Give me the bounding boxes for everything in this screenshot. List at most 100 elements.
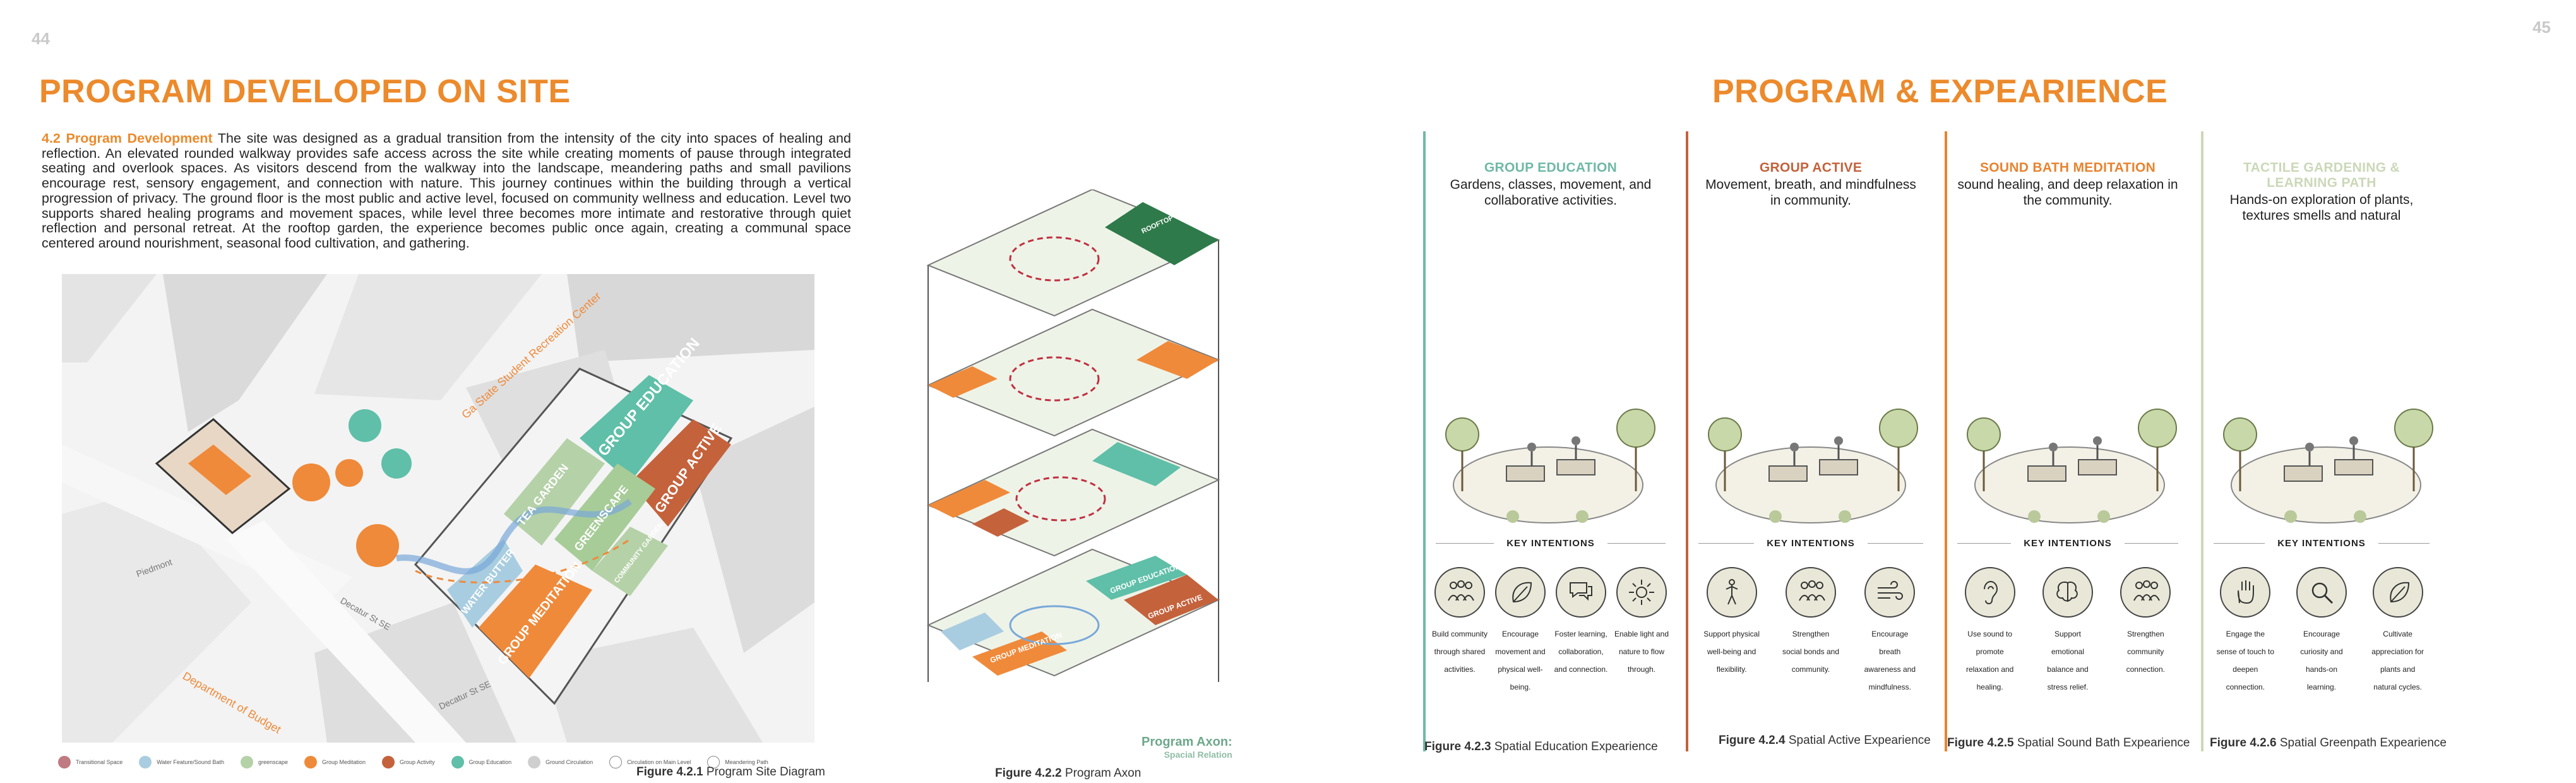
panel-divider — [1423, 131, 1426, 751]
legend-swatch — [139, 756, 152, 768]
tea-garden-zone — [504, 438, 605, 546]
leaf-icon — [2372, 567, 2423, 618]
brain-icon — [2042, 567, 2093, 618]
intention-item: Support emotional balance and stress rel… — [2039, 567, 2097, 696]
intention-description: Use sound to promote relaxation and heal… — [1965, 630, 2014, 691]
panel-divider — [1945, 131, 1947, 751]
experience-panel-sound-bath-meditation: SOUND BATH MEDITATION sound healing, and … — [1945, 131, 2191, 751]
key-intentions-text: KEY INTENTIONS — [2277, 537, 2366, 549]
panel-subtitle: Movement, breath, and mindfulness in com… — [1705, 177, 1916, 208]
intention-icons: Use sound to promote relaxation and heal… — [1951, 567, 2185, 696]
intention-item: Encourage movement and physical well-bei… — [1491, 567, 1549, 696]
axon-level-roof: ROOFTOP CAFE — [926, 188, 1220, 317]
legend-label: Group Meditation — [322, 759, 366, 765]
figure-4-2-1-caption: Figure 4.2.1 Program Site Diagram — [636, 765, 825, 779]
panel-subtitle: sound healing, and deep relaxation in th… — [1957, 177, 2178, 208]
axon-level-ground: GROUP EDUCATION GROUP ACTIVE GROUP MEDIT… — [926, 548, 1220, 677]
legend-label: Group Education — [468, 759, 512, 765]
legend-swatch — [707, 756, 720, 768]
city-block — [62, 489, 251, 743]
figure-4-2-2-caption: Figure 4.2.2 Program Axon — [995, 767, 1141, 780]
figure-number: Figure 4.2.2 — [995, 767, 1062, 780]
hand-icon — [2220, 567, 2271, 618]
figure-text: Program Axon — [1064, 767, 1142, 780]
legend-swatch — [609, 756, 623, 768]
figure-number: Figure 4.2.4 — [1719, 734, 1786, 747]
ear-icon — [1964, 567, 2015, 618]
intention-item: Strengthen community connection. — [2116, 567, 2174, 696]
panel-title: TACTILE GARDENING & LEARNING PATH — [2243, 160, 2400, 190]
city-block — [314, 274, 542, 400]
panel-figure-caption: Figure 4.2.4 Spatial Active Expearience — [1719, 734, 1931, 748]
legend-swatch — [528, 756, 541, 768]
figure-text: Spatial Greenpath Expearience — [2276, 736, 2447, 750]
panel-heading: GROUP ACTIVE Movement, breath, and mindfu… — [1698, 160, 1923, 208]
figure-text: Spatial Sound Bath Expearience — [2013, 736, 2190, 750]
panel-illustration — [1445, 409, 1655, 523]
intention-description: Encourage movement and physical well-bei… — [1495, 630, 1546, 691]
site-legend: Transitional Space Water Feature/Sound Ba… — [58, 754, 835, 770]
legend-item: Group Activity — [382, 756, 435, 768]
education-node — [381, 448, 412, 479]
intention-item: Foster learning, collaboration, and conn… — [1552, 567, 1610, 696]
axon-level-2 — [926, 428, 1220, 557]
circulation-path — [415, 538, 631, 583]
panel-figure-caption: Figure 4.2.3 Spatial Education Expearien… — [1424, 740, 1658, 754]
intention-description: Foster learning, collaboration, and conn… — [1554, 630, 1608, 674]
figure-text: Spatial Active Expearience — [1785, 734, 1931, 747]
group-meditation-zone — [479, 565, 592, 678]
key-intentions-label: KEY INTENTIONS — [1436, 534, 1666, 552]
legend-label: Circulation on Main Level — [627, 759, 691, 765]
program-development-paragraph: 4.2 Program Development The site was des… — [42, 131, 851, 251]
magnifier-icon — [2296, 567, 2347, 618]
panel-title: GROUP ACTIVE — [1759, 160, 1863, 175]
axon-svg: ROOFTOP CAFE GROUP EDUCATION GROUP ACTIV… — [926, 188, 1220, 682]
legend-swatch — [304, 756, 317, 768]
page-number-right: 45 — [2532, 18, 2551, 37]
intention-item: Cultivate appreciation for plants and na… — [2369, 567, 2427, 696]
program-axon-diagram: ROOFTOP CAFE GROUP EDUCATION GROUP ACTIV… — [903, 188, 1244, 758]
panel-divider — [2201, 131, 2203, 751]
legend-swatch — [240, 756, 253, 768]
axon-level-3 — [926, 308, 1220, 437]
figure-text: Program Site Diagram — [706, 765, 825, 779]
legend-item: Group Meditation — [304, 756, 366, 768]
intention-item: Encourage curiosity and hands-on learnin… — [2293, 567, 2351, 696]
intention-item: Support physical well-being and flexibil… — [1703, 567, 1761, 696]
intention-description: Strengthen community connection. — [2126, 630, 2165, 674]
intention-description: Enable light and nature to flow through. — [1614, 630, 1669, 674]
greenscape-zone — [554, 463, 655, 571]
legend-label: Transitional Space — [76, 759, 123, 765]
key-intentions-text: KEY INTENTIONS — [2024, 537, 2112, 549]
key-intentions-text: KEY INTENTIONS — [1767, 537, 1855, 549]
intention-description: Engage the sense of touch to deepen conn… — [2216, 630, 2275, 691]
intention-description: Encourage breath awareness and mindfulne… — [1864, 630, 1916, 691]
axon-title-block: Program Axon: Spacial Relation — [1142, 735, 1232, 760]
left-page-title: PROGRAM DEVELOPED ON SITE — [39, 73, 571, 110]
people-icon — [2120, 567, 2171, 618]
road — [226, 520, 466, 743]
key-intentions-label: KEY INTENTIONS — [1957, 534, 2179, 552]
leaf-icon — [1495, 567, 1546, 618]
figure-number: Figure 4.2.5 — [1947, 736, 2014, 750]
pavilion-core — [188, 445, 251, 495]
legend-label: Group Activity — [400, 759, 435, 765]
intention-description: Encourage curiosity and hands-on learnin… — [2300, 630, 2343, 691]
intention-item: Engage the sense of touch to deepen conn… — [2216, 567, 2274, 696]
figure-icon — [1706, 567, 1757, 618]
intention-icons: Build community through shared activitie… — [1429, 567, 1672, 696]
legend-label: Water Feature/Sound Bath — [157, 759, 224, 765]
panel-title: SOUND BATH MEDITATION — [1979, 160, 2156, 175]
legend-item: Meandering Path — [707, 756, 768, 768]
legend-label: greenscape — [258, 759, 288, 765]
meandering-path — [396, 498, 632, 575]
legend-item: Circulation on Main Level — [609, 756, 691, 768]
intention-item: Strengthen social bonds and community. — [1782, 567, 1840, 696]
intention-description: Strengthen social bonds and community. — [1782, 630, 1840, 674]
experience-panel-group-active: GROUP ACTIVE Movement, breath, and mindfu… — [1686, 131, 1936, 751]
legend-item: Group Education — [451, 756, 512, 768]
department-label: Department of Budget — [181, 669, 283, 736]
